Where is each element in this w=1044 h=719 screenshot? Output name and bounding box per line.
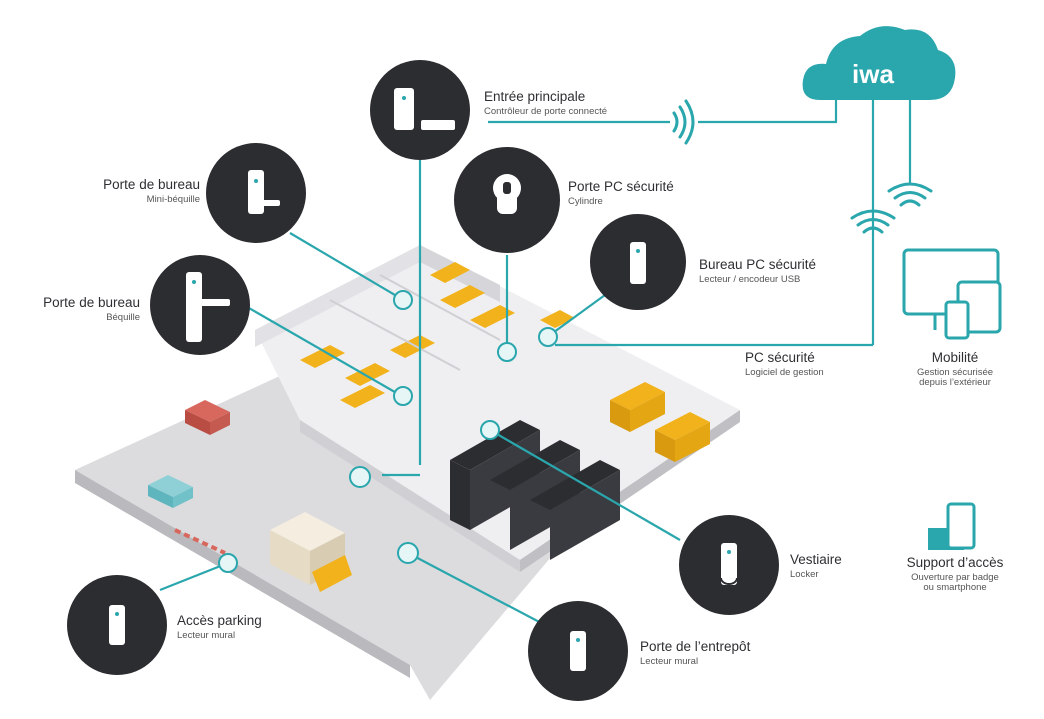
label-pc-securite-subtitle: Logiciel de gestion xyxy=(745,366,824,378)
usb-encoder-icon xyxy=(630,242,646,284)
generators xyxy=(610,382,710,462)
wifi-signal-entree xyxy=(672,99,695,145)
label-bureau-bequille-title: Porte de bureau xyxy=(43,295,140,310)
location-markers xyxy=(218,290,558,573)
label-bureau-pc-subtitle: Lecteur / encodeur USB xyxy=(699,273,801,285)
label-pc-securite: PC sécurité Logiciel de gestion xyxy=(745,350,824,378)
label-pc-cyl-title: Porte PC sécurité xyxy=(568,179,674,194)
server-racks xyxy=(450,420,620,560)
mini-handle-lock-icon xyxy=(248,170,280,214)
label-support-subtitle2: ou smartphone xyxy=(923,582,987,594)
label-entrepot-title: Porte de l’entrepôt xyxy=(640,639,751,654)
reader-and-controller-icon xyxy=(394,88,455,130)
label-vestiaire: Vestiaire Locker xyxy=(790,552,842,580)
label-bureau-bequille: Porte de bureau Béquille xyxy=(43,295,140,323)
access-support-icon xyxy=(928,502,976,550)
label-pc-securite-title: PC sécurité xyxy=(745,350,815,365)
label-mobilite-title: Mobilité xyxy=(931,350,979,365)
locker-lock-icon xyxy=(720,543,738,585)
label-mobilite-subtitle1: Gestion sécurisée xyxy=(916,366,994,378)
label-bureau-pc-title: Bureau PC sécurité xyxy=(699,257,817,272)
connector-lines xyxy=(159,100,912,626)
label-bureau-mini: Porte de bureau Mini-béquille xyxy=(103,177,200,205)
cloud-logo: iwa xyxy=(852,59,894,89)
label-entree-subtitle: Contrôleur de porte connecté xyxy=(484,105,608,117)
label-mobilite: Mobilité Gestion sécurisée depuis l’exté… xyxy=(900,350,1010,389)
handle-lock-icon xyxy=(186,272,230,342)
label-parking: Accès parking Lecteur mural xyxy=(177,613,262,641)
car-teal xyxy=(148,475,193,508)
label-vestiaire-subtitle: Locker xyxy=(790,568,819,580)
wall-reader-icon-entrepot xyxy=(570,631,586,671)
label-entree: Entrée principale Contrôleur de porte co… xyxy=(484,89,608,117)
wifi-signal-pc xyxy=(850,209,896,234)
label-bureau-pc: Bureau PC sécurité Lecteur / encodeur US… xyxy=(699,257,817,285)
label-bureau-mini-title: Porte de bureau xyxy=(103,177,200,192)
label-parking-title: Accès parking xyxy=(177,613,262,628)
node-entree xyxy=(370,60,470,160)
label-support-subtitle1: Ouverture par badge xyxy=(911,571,999,583)
wall-reader-icon-parking xyxy=(109,605,125,645)
label-support: Support d’accès Ouverture par badge ou s… xyxy=(890,555,1020,594)
label-support-title: Support d’accès xyxy=(906,555,1004,570)
label-mobilite-subtitle2: depuis l’extérieur xyxy=(919,377,991,389)
label-bureau-bequille-subtitle: Béquille xyxy=(106,311,140,323)
cloud-shape xyxy=(802,26,956,100)
office-desks xyxy=(300,262,575,408)
car-red xyxy=(185,400,230,435)
parking-barrier xyxy=(174,528,226,555)
label-parking-subtitle: Lecteur mural xyxy=(177,629,236,641)
mobility-devices-icon xyxy=(902,248,1002,340)
label-vestiaire-title: Vestiaire xyxy=(790,552,842,567)
label-entrepot: Porte de l’entrepôt Lecteur mural xyxy=(640,639,751,667)
label-entrepot-subtitle: Lecteur mural xyxy=(640,655,699,667)
label-pc-cyl-subtitle: Cylindre xyxy=(568,195,603,207)
back-wall-left xyxy=(255,245,420,347)
label-entree-title: Entrée principale xyxy=(484,89,586,104)
label-pc-cyl: Porte PC sécurité Cylindre xyxy=(568,179,674,207)
wifi-signal-mobile xyxy=(887,182,933,207)
truck xyxy=(270,512,352,592)
cylinder-lock-icon xyxy=(493,174,521,214)
label-bureau-mini-subtitle: Mini-béquille xyxy=(146,193,200,205)
